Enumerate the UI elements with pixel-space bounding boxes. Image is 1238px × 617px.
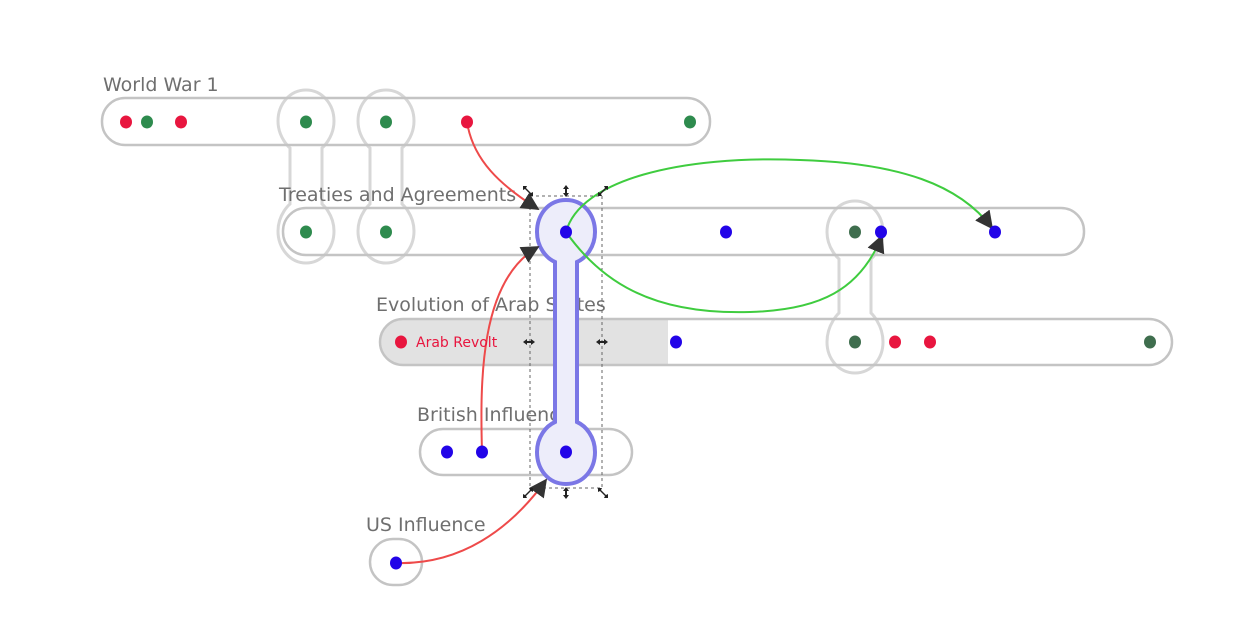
resize-handle-icon[interactable] xyxy=(563,185,569,197)
event-dot[interactable] xyxy=(889,335,901,349)
resize-handle-icon[interactable] xyxy=(523,488,533,498)
lane-title-us-influence: US Influence xyxy=(366,514,486,536)
red-arrow-ww1-to-treaties[interactable] xyxy=(466,121,540,210)
event-dot[interactable] xyxy=(141,115,153,129)
lane-title-british-influence: British Influence xyxy=(417,404,571,426)
event-dot[interactable] xyxy=(300,115,312,129)
event-dot[interactable] xyxy=(175,115,187,129)
resize-handle-icon[interactable] xyxy=(598,488,608,498)
lane-track-world-war-1[interactable] xyxy=(100,96,712,147)
lane-title-treaties-and-agreements: Treaties and Agreements xyxy=(278,184,516,206)
event-dot[interactable] xyxy=(924,335,936,349)
lane-track-treaties-and-agreements[interactable] xyxy=(281,206,1086,257)
event-dot[interactable] xyxy=(461,115,473,129)
lane-title-evolution-of-arab-states: Evolution of Arab States xyxy=(376,294,606,316)
event-dot-arab-revolt[interactable] xyxy=(395,335,407,349)
resize-handle-icon[interactable] xyxy=(523,186,533,196)
event-label-arab-revolt[interactable]: Arab Revolt xyxy=(416,335,498,351)
red-arrow-us-to-british[interactable] xyxy=(395,478,548,565)
lane-title-world-war-1: World War 1 xyxy=(103,74,219,96)
green-arrow-bottom[interactable] xyxy=(565,231,885,314)
event-dot[interactable] xyxy=(476,445,488,459)
lane-track-british-influence[interactable] xyxy=(418,427,634,477)
lane-track-evolution-of-arab-states[interactable] xyxy=(378,317,1174,367)
event-dot[interactable] xyxy=(849,335,861,349)
event-dot[interactable] xyxy=(300,225,312,239)
event-dot[interactable] xyxy=(989,225,1001,239)
event-dot[interactable] xyxy=(390,556,402,570)
event-dot[interactable] xyxy=(1144,335,1156,349)
event-dot[interactable] xyxy=(670,335,682,349)
event-dot[interactable] xyxy=(120,115,132,129)
event-dot[interactable] xyxy=(720,225,732,239)
relation-arrows xyxy=(395,121,994,565)
event-dot[interactable] xyxy=(875,225,887,239)
connector-ww1-treaties-1[interactable] xyxy=(276,88,336,265)
event-dot[interactable] xyxy=(441,445,453,459)
resize-handle-icon[interactable] xyxy=(563,487,569,499)
connector-ww1-treaties-2[interactable] xyxy=(356,88,416,265)
event-dot[interactable] xyxy=(380,115,392,129)
selected-link[interactable] xyxy=(534,197,598,487)
green-arrow-top[interactable] xyxy=(565,158,994,233)
event-dot[interactable] xyxy=(849,225,861,239)
event-dot-selected[interactable] xyxy=(560,445,572,459)
event-dot[interactable] xyxy=(684,115,696,129)
resize-handle-icon[interactable] xyxy=(598,186,608,196)
red-arrow-british-to-treaties[interactable] xyxy=(480,246,540,453)
event-dot-selected[interactable] xyxy=(560,225,572,239)
event-dot[interactable] xyxy=(380,225,392,239)
